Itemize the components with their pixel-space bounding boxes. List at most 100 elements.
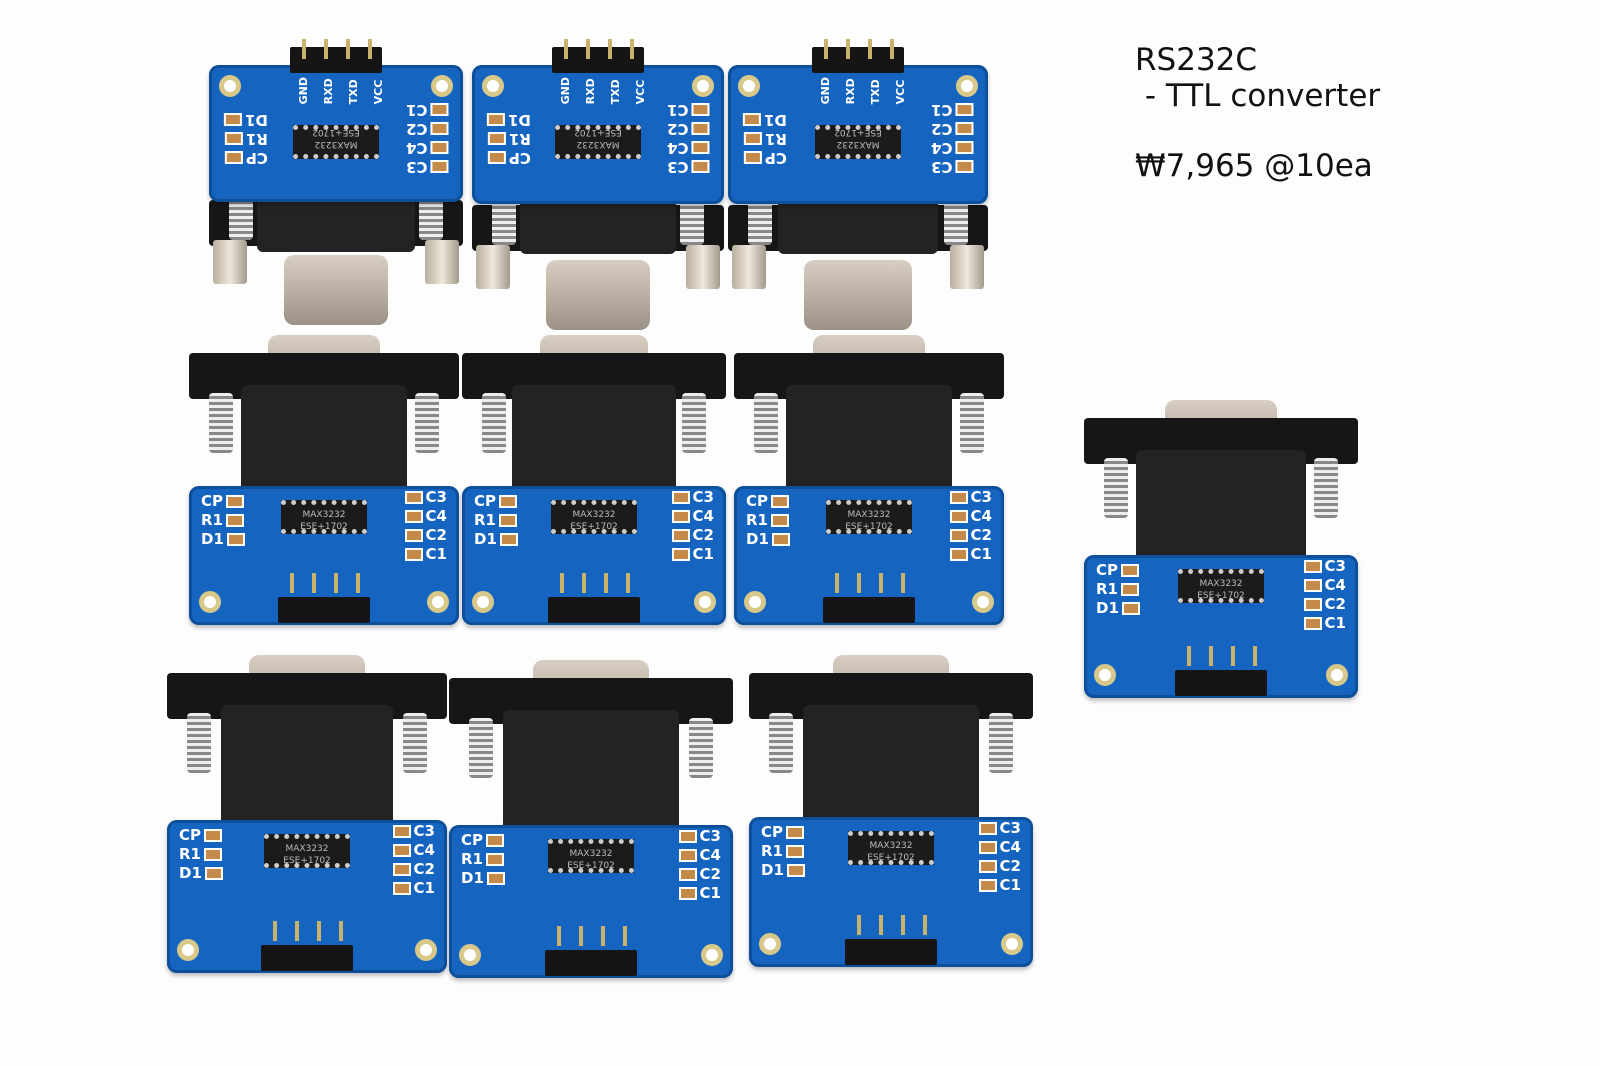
label-text: D1	[474, 530, 497, 548]
mount-hole	[427, 591, 449, 613]
label-text: D1	[508, 111, 531, 129]
silk-label-c1: C1	[390, 879, 435, 898]
label-text: CP	[474, 492, 497, 510]
silk-label-c3: C3	[406, 157, 451, 176]
header-pin	[846, 39, 850, 59]
mount-hole	[431, 75, 453, 97]
label-text: C4	[930, 139, 952, 157]
pin-label: GND	[297, 77, 310, 105]
pin-label: GND	[819, 77, 832, 105]
header-pin	[564, 39, 568, 59]
pin-label: VCC	[372, 79, 385, 105]
silk-label-c4: C4	[1301, 576, 1346, 595]
label-text: R1	[245, 130, 268, 148]
label-text: C2	[692, 526, 714, 544]
connector-body	[503, 710, 679, 835]
label-text: C3	[425, 488, 447, 506]
label-text: C1	[970, 545, 992, 563]
connector-body	[803, 705, 979, 827]
db9-shell	[283, 255, 389, 325]
mount-hole	[459, 944, 481, 966]
label-text: C4	[405, 139, 427, 157]
label-text: C4	[425, 507, 447, 525]
silk-label-d1: D1	[1096, 599, 1143, 618]
label-text: C2	[413, 860, 435, 878]
label-text: C3	[405, 158, 427, 176]
pin-label: RXD	[584, 78, 597, 105]
mount-hole	[738, 75, 760, 97]
silk-label-d1: D1	[461, 869, 508, 888]
mount-hole	[694, 591, 716, 613]
header-pin	[334, 573, 338, 593]
mount-hole	[1001, 933, 1023, 955]
silk-label-c3: C3	[1301, 557, 1346, 576]
mount-hole	[1326, 664, 1348, 686]
db9-shell	[546, 260, 650, 330]
label-text: C2	[425, 526, 447, 544]
db9-shell	[804, 260, 912, 330]
silk-label-r1: R1	[221, 129, 268, 148]
label-text: CP	[179, 826, 202, 844]
label-text: C2	[666, 120, 688, 138]
silk-label-cp: CP	[746, 492, 793, 511]
silk-label-cp: CP	[740, 148, 787, 167]
header-pin	[835, 573, 839, 593]
screw-right	[415, 393, 439, 453]
silk-label-c2: C2	[976, 857, 1021, 876]
label-text: C1	[1324, 614, 1346, 632]
header-pin	[879, 915, 883, 935]
header-pin	[1231, 646, 1235, 666]
caption-title: RS232C	[1135, 42, 1258, 78]
silk-label-cp: CP	[484, 148, 531, 167]
screw-left	[209, 393, 233, 453]
caption-subtitle: - TTL converter	[1135, 78, 1381, 114]
label-text: D1	[179, 864, 202, 882]
pin-label: TXD	[347, 79, 360, 105]
label-text: CP	[245, 149, 268, 167]
silk-label-c4: C4	[676, 846, 721, 865]
label-text: R1	[761, 842, 783, 860]
label-text: R1	[461, 850, 483, 868]
silk-label-r1: R1	[761, 842, 808, 861]
silk-label-c1: C1	[947, 545, 992, 564]
label-text: C1	[425, 545, 447, 563]
label-text: C4	[999, 838, 1021, 856]
label-text: D1	[764, 111, 787, 129]
label-text: D1	[1096, 599, 1119, 617]
label-text: C3	[1324, 557, 1346, 575]
label-text: C3	[930, 158, 952, 176]
label-text: C1	[413, 879, 435, 897]
label-text: CP	[1096, 561, 1119, 579]
screw-right	[1314, 458, 1338, 518]
label-text: C1	[999, 876, 1021, 894]
header-pin	[901, 573, 905, 593]
label-text: R1	[764, 130, 787, 148]
label-text: C2	[1324, 595, 1346, 613]
hex-nut	[732, 245, 766, 289]
mount-hole	[972, 591, 994, 613]
header-pin	[560, 573, 564, 593]
pin-label: GND	[559, 77, 572, 105]
header-pin	[901, 915, 905, 935]
header-pin	[290, 573, 294, 593]
silk-label-c4: C4	[402, 507, 447, 526]
label-text: R1	[508, 130, 531, 148]
silk-label-c1: C1	[667, 100, 712, 119]
silk-label-c3: C3	[947, 488, 992, 507]
label-text: C2	[699, 865, 721, 883]
label-text: CP	[201, 492, 224, 510]
silk-label-cp: CP	[474, 492, 521, 511]
label-text: R1	[474, 511, 496, 529]
header-pin	[857, 915, 861, 935]
label-text: R1	[746, 511, 768, 529]
